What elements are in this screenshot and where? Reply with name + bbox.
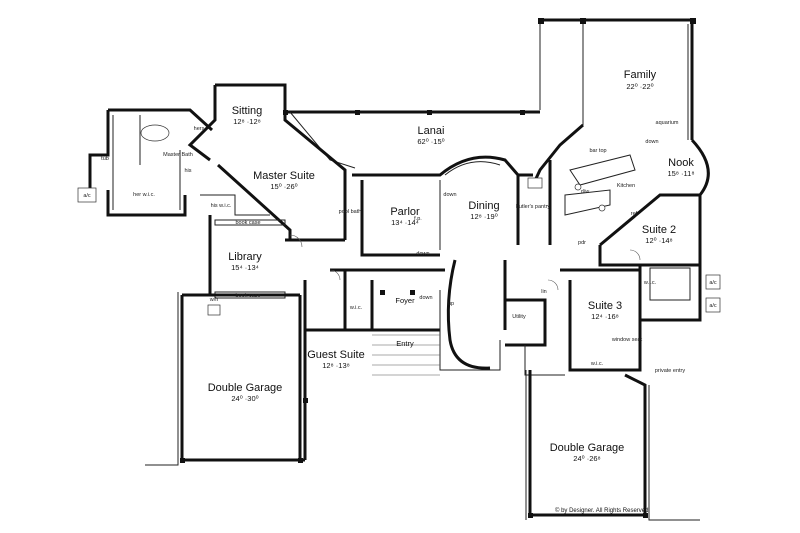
suite2-walls bbox=[598, 195, 702, 322]
wic-suite2-label: w.i.c. bbox=[643, 280, 657, 286]
room-name: Sitting bbox=[232, 105, 263, 117]
room-name: Nook bbox=[668, 157, 694, 169]
tub-label: tub bbox=[101, 156, 109, 162]
room-nook: Nook 15⁸ ·11⁸ bbox=[667, 157, 694, 178]
room-dims: 15⁸ ·11⁸ bbox=[667, 169, 694, 178]
his-label: his bbox=[184, 168, 191, 174]
kitchen-walls bbox=[548, 138, 710, 247]
room-family: Family 22⁰ ·22⁰ bbox=[624, 69, 657, 91]
lin-label: lin bbox=[541, 289, 547, 295]
room-dims: 24⁰ ·26⁸ bbox=[573, 454, 600, 463]
room-garage-right: Double Garage 24⁰ ·26⁸ bbox=[550, 442, 625, 463]
room-dims: 12⁸ ·19⁰ bbox=[470, 212, 497, 221]
room-suite2: Suite 2 12⁰ ·14⁸ bbox=[642, 224, 676, 245]
left-garage-walls bbox=[145, 292, 305, 466]
room-suite3: Suite 3 12⁴ ·16⁸ bbox=[588, 300, 622, 321]
door-swings bbox=[289, 234, 641, 291]
room-dims: 12⁴ ·16⁸ bbox=[591, 312, 619, 321]
room-name: Dining bbox=[468, 200, 499, 212]
utility-label: Utility bbox=[512, 314, 526, 320]
lanai-walls bbox=[283, 90, 540, 177]
down-label-parlor: down bbox=[443, 192, 456, 198]
room-dims: 24⁰ ·30⁰ bbox=[231, 394, 258, 403]
his-wic-label: his w.i.c. bbox=[211, 203, 232, 209]
down-label-entry: down bbox=[419, 295, 432, 301]
room-master-suite: Master Suite 15⁰ ·26⁰ bbox=[253, 170, 315, 191]
room-dining: Dining 12⁸ ·19⁰ bbox=[468, 200, 499, 221]
suite3-walls bbox=[505, 268, 642, 376]
pdr-label: pdr bbox=[578, 240, 586, 246]
core-walls bbox=[303, 175, 520, 460]
minor-labels: Foyer Entry Kitchen Utility butler's pan… bbox=[83, 120, 717, 514]
columns bbox=[180, 18, 696, 518]
bar-top-label: bar top bbox=[589, 148, 606, 154]
private-entry-label: private entry bbox=[655, 368, 686, 374]
room-dims: 62⁰ ·15⁰ bbox=[417, 137, 444, 146]
book-case-top-label: book case bbox=[235, 220, 260, 226]
room-dims: 15⁴ ·13⁴ bbox=[231, 263, 259, 272]
hers-label: hers bbox=[194, 126, 205, 132]
room-name: Double Garage bbox=[550, 442, 625, 454]
room-sitting: Sitting 12⁸ ·12⁸ bbox=[232, 105, 263, 126]
wic-suite3-label: w.i.c. bbox=[590, 361, 604, 367]
down-label-foyer: down bbox=[416, 251, 429, 257]
aquarium-label: aquarium bbox=[656, 120, 679, 126]
room-parlor: Parlor 13⁴ ·14⁴ bbox=[390, 206, 420, 227]
pool-bath-label: pool bath bbox=[339, 209, 362, 215]
room-name: Suite 2 bbox=[642, 224, 676, 236]
dw-label: d/w bbox=[581, 189, 590, 195]
room-dims: 22⁰ ·22⁰ bbox=[626, 82, 653, 91]
room-lanai: Lanai 62⁰ ·15⁰ bbox=[417, 125, 444, 146]
wh-label: w/h bbox=[209, 297, 219, 303]
ac-label-right-1: a/c bbox=[709, 280, 717, 286]
master-bath-label: Master Bath bbox=[163, 152, 193, 158]
entry-label: Entry bbox=[396, 339, 414, 348]
room-name: Family bbox=[624, 69, 657, 81]
foyer-label: Foyer bbox=[395, 296, 415, 305]
ac-label-left: a/c bbox=[83, 193, 91, 199]
room-name: Guest Suite bbox=[307, 349, 364, 361]
butlers-pantry-label: butler's pantry bbox=[516, 204, 551, 210]
wic-guest-label: w.i.c. bbox=[349, 305, 363, 311]
window-seat-label: window seat bbox=[611, 337, 643, 343]
copyright: © by Designer. All Rights Reserved bbox=[555, 507, 648, 514]
room-name: Master Suite bbox=[253, 170, 315, 182]
her-wic-label: her w.i.c. bbox=[133, 192, 155, 198]
kitchen-label: Kitchen bbox=[617, 183, 635, 189]
room-guest-suite: Guest Suite 12⁸ ·13⁸ bbox=[307, 349, 364, 370]
room-dims: 15⁰ ·26⁰ bbox=[270, 182, 297, 191]
room-dims: 13⁴ ·14⁴ bbox=[391, 218, 419, 227]
room-dims: 12⁸ ·13⁸ bbox=[322, 361, 350, 370]
ref-label: ref bbox=[631, 211, 638, 217]
room-dims: 12⁰ ·14⁸ bbox=[645, 236, 672, 245]
up-label: up bbox=[448, 301, 454, 307]
room-name: Suite 3 bbox=[588, 300, 622, 312]
room-name: Lanai bbox=[418, 125, 445, 137]
room-garage-left: Double Garage 24⁰ ·30⁰ bbox=[208, 382, 283, 403]
room-name: Library bbox=[228, 251, 262, 263]
master-wing-walls bbox=[88, 83, 347, 240]
book-case-bottom-label: book case bbox=[235, 293, 260, 299]
room-name: Parlor bbox=[390, 206, 420, 218]
ac-label-right-2: a/c bbox=[709, 303, 717, 309]
fixtures bbox=[77, 124, 721, 316]
entry-steps bbox=[372, 334, 440, 376]
down-label-family: down bbox=[645, 139, 658, 145]
room-name: Double Garage bbox=[208, 382, 283, 394]
room-library: Library 15⁴ ·13⁴ bbox=[228, 251, 262, 272]
fp-label: f.p. bbox=[414, 216, 422, 222]
dining-bay bbox=[444, 161, 501, 176]
room-dims: 12⁸ ·12⁸ bbox=[233, 117, 261, 126]
